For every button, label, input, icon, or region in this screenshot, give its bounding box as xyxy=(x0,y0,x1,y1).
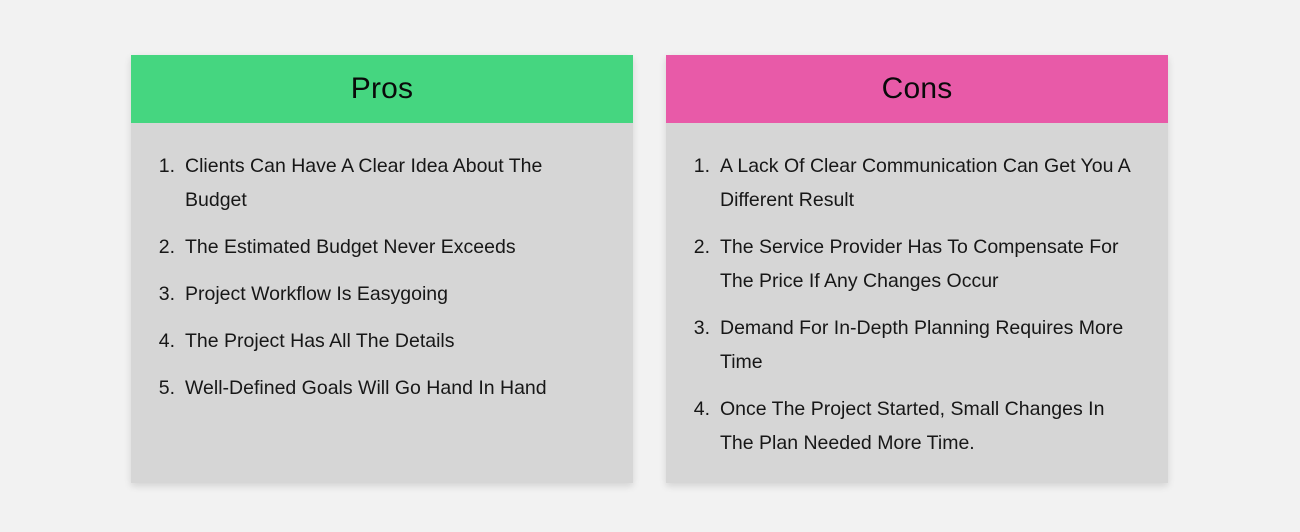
cons-card: Cons A Lack Of Clear Communication Can G… xyxy=(666,55,1168,483)
list-item: The Project Has All The Details xyxy=(153,324,455,358)
cons-list: A Lack Of Clear Communication Can Get Yo… xyxy=(688,149,1146,460)
list-item: Once The Project Started, Small Changes … xyxy=(688,392,1105,454)
list-item: Well-Defined Goals Will Go Hand In Hand xyxy=(153,371,547,405)
list-item: A Lack Of Clear Communication Can Get Yo… xyxy=(688,149,1130,211)
cons-card-body: A Lack Of Clear Communication Can Get Yo… xyxy=(666,123,1168,483)
cards-row: Pros Clients Can Have A Clear Idea About… xyxy=(131,55,1168,483)
pros-card-header: Pros xyxy=(131,55,633,123)
list-item: Clients Can Have A Clear Idea About The … xyxy=(153,149,543,211)
list-item: Demand For In-Depth Planning Requires Mo… xyxy=(688,311,1124,373)
pros-card: Pros Clients Can Have A Clear Idea About… xyxy=(131,55,633,483)
pros-card-title: Pros xyxy=(350,72,414,105)
list-item: Project Workflow Is Easygoing xyxy=(153,277,448,311)
pros-list: Clients Can Have A Clear Idea About The … xyxy=(153,149,611,405)
list-item: The Estimated Budget Never Exceeds xyxy=(153,230,516,264)
cons-card-header: Cons xyxy=(666,55,1168,123)
cons-card-title: Cons xyxy=(881,72,953,105)
pros-card-body: Clients Can Have A Clear Idea About The … xyxy=(131,123,633,483)
list-item: The Service Provider Has To Compensate F… xyxy=(688,230,1119,292)
